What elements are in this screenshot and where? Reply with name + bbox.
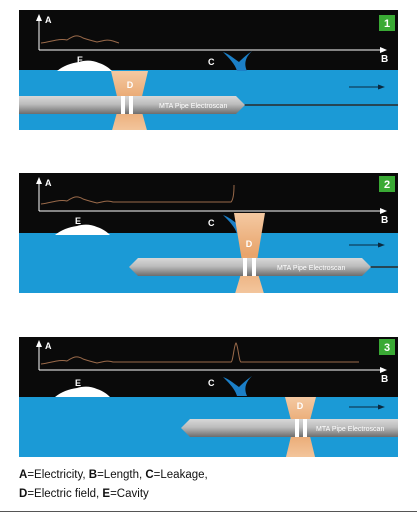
- legend-text: =Electricity,: [27, 469, 89, 481]
- axis-y-arrow: [36, 177, 42, 184]
- legend-key: B: [88, 469, 98, 481]
- legend-line-1: A=Electricity, B=Length, C=Leakage,: [19, 466, 409, 485]
- label-c: C: [208, 378, 215, 388]
- label-c: C: [208, 57, 215, 67]
- label-d: D: [127, 80, 134, 90]
- axis-x-arrow: [380, 208, 387, 214]
- axis-y-arrow: [36, 340, 42, 347]
- direction-arrowhead: [378, 84, 385, 90]
- legend-line-2: D=Electric field, E=Cavity: [19, 485, 409, 504]
- probe-body: [181, 419, 398, 437]
- probe-electrode: [295, 419, 299, 437]
- panel-number-badge: [379, 15, 395, 31]
- label-a: A: [45, 341, 52, 351]
- sky-area: [19, 10, 398, 70]
- legend-text: =Leakage,: [153, 469, 208, 481]
- axis-x-arrow: [380, 47, 387, 53]
- panel-3: A B 3 E C D MTA Pipe Electroscan: [19, 337, 398, 457]
- legend: A=Electricity, B=Length, C=Leakage, D=El…: [19, 466, 409, 504]
- leakage-shape: [223, 51, 252, 71]
- legend-text: =Length,: [97, 469, 146, 481]
- legend-key: E: [102, 488, 111, 500]
- bottom-divider: [0, 511, 417, 512]
- label-d: D: [246, 239, 253, 249]
- panel-1: A B 1 E C D MTA Pipe Electroscan: [19, 10, 398, 130]
- cavity-shape: [57, 60, 112, 71]
- probe-electrode: [121, 96, 125, 114]
- label-b: B: [381, 374, 388, 385]
- legend-key: A: [19, 469, 28, 481]
- panel-number-badge: [379, 176, 395, 192]
- signal-trace: [40, 35, 120, 44]
- direction-arrowhead: [378, 404, 385, 410]
- cavity-shape: [55, 386, 110, 397]
- label-c: C: [208, 218, 215, 228]
- label-d: D: [297, 401, 304, 411]
- axis-y-arrow: [36, 14, 42, 21]
- probe-electrode: [303, 419, 307, 437]
- label-b: B: [381, 215, 388, 226]
- probe-electrode: [243, 258, 247, 276]
- sky-area: [19, 173, 398, 233]
- probe-electrode: [252, 258, 256, 276]
- label-e: E: [77, 55, 83, 65]
- cavity-shape: [55, 224, 110, 235]
- probe-label: MTA Pipe Electroscan: [316, 426, 384, 433]
- probe-label: MTA Pipe Electroscan: [159, 103, 227, 110]
- label-a: A: [45, 178, 52, 188]
- probe-electrode: [129, 96, 133, 114]
- signal-trace: [40, 184, 235, 205]
- label-e: E: [75, 378, 81, 388]
- probe-body: [129, 258, 371, 276]
- legend-key: C: [145, 469, 154, 481]
- panel-number: 3: [384, 342, 390, 354]
- label-e: E: [75, 216, 81, 226]
- axis-x-arrow: [380, 367, 387, 373]
- legend-text: =Cavity: [110, 488, 149, 500]
- label-b: B: [381, 54, 388, 65]
- sky-area: [19, 337, 398, 397]
- signal-trace: [40, 342, 359, 365]
- legend-key: D: [19, 488, 28, 500]
- leakage-shape: [223, 376, 252, 396]
- label-a: A: [45, 15, 52, 25]
- panel-number-badge: [379, 339, 395, 355]
- legend-text: =Electric field,: [27, 488, 103, 500]
- panel-2: A B 2 E C D MTA Pipe Electroscan: [19, 173, 398, 293]
- probe-label: MTA Pipe Electroscan: [277, 265, 345, 272]
- direction-arrowhead: [378, 242, 385, 248]
- panel-number: 1: [384, 18, 390, 30]
- panel-number: 2: [384, 179, 390, 191]
